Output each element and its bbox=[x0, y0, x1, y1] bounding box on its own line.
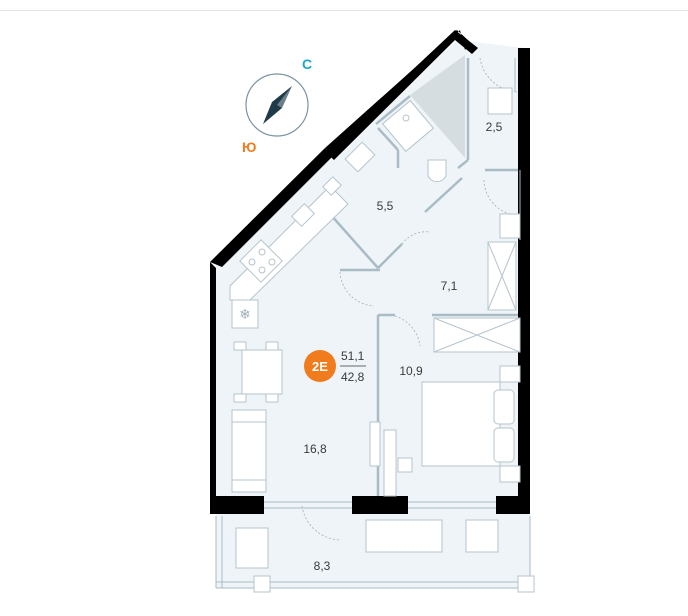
top-divider bbox=[0, 10, 688, 11]
ventilation-shaft bbox=[410, 55, 465, 158]
balcony-railing bbox=[215, 58, 531, 589]
living-area: 42,8 bbox=[341, 370, 365, 384]
bedroom-furniture bbox=[369, 365, 521, 497]
compass: С Ю bbox=[242, 56, 312, 155]
room-area-balcony: 8,3 bbox=[314, 559, 331, 573]
room-area-hallway: 7,1 bbox=[441, 279, 458, 293]
total-area: 51,1 bbox=[341, 349, 365, 363]
svg-text:❄: ❄ bbox=[239, 307, 251, 323]
wardrobe bbox=[433, 241, 521, 353]
room-area-bedroom: 10,9 bbox=[399, 364, 423, 378]
compass-needle-icon bbox=[263, 86, 292, 124]
door-swings bbox=[301, 57, 521, 541]
bathroom-fixtures bbox=[322, 87, 521, 239]
dining-table bbox=[233, 341, 283, 403]
balcony-furniture bbox=[235, 519, 535, 593]
kitchen: ❄ bbox=[229, 185, 349, 329]
badge-circle bbox=[304, 350, 336, 382]
compass-north-label: С bbox=[302, 56, 312, 72]
badge-label: 2E bbox=[312, 359, 328, 374]
room-area-bathroom-small: 2,5 bbox=[486, 120, 503, 134]
room-area-living-kitchen: 16,8 bbox=[303, 442, 327, 456]
partitions bbox=[321, 58, 522, 500]
room-labels: 2,5 5,5 7,1 10,9 16,8 8,3 bbox=[303, 120, 502, 573]
sofa bbox=[231, 409, 267, 493]
apartment-badge: 2E 51,1 42,8 bbox=[304, 349, 366, 384]
compass-south-label: Ю bbox=[242, 139, 256, 155]
walls bbox=[210, 30, 530, 514]
room-area-bathroom: 5,5 bbox=[377, 199, 394, 213]
